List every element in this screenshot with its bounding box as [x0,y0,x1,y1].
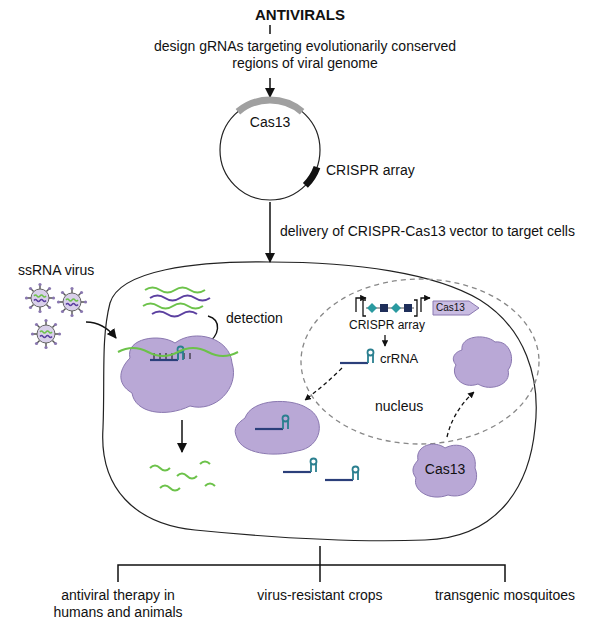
crrna [283,459,359,481]
cas13-complex [118,348,238,356]
crrna [283,459,317,473]
crrna [340,350,374,364]
application-label: transgenic mosquitoes [420,587,590,604]
rna-fragments [160,486,180,491]
step-label: detection [226,310,283,327]
flow-arrow [269,78,271,97]
cas13-protein: Cas13 [410,440,480,500]
gene-construct [404,304,412,312]
rna-fragments [200,462,210,465]
gene-construct [363,300,366,316]
cas13-complex [235,401,319,454]
connector-label: delivery of CRISPR-Cas13 vector to targe… [278,223,577,240]
cas13-protein [453,337,511,387]
plasmid-vector-outline [305,167,317,185]
gene-construct [433,301,479,315]
plasmid-vector: Cas13CRISPR array [218,98,322,202]
array-label: CRISPR array [326,162,415,179]
cas13-complex [150,347,184,361]
crrna [325,467,359,481]
diagram-title: ANTIVIRALS [0,6,600,24]
export-arrow [305,368,342,400]
application-label: virus-resistant crops [230,587,410,604]
virus-particle [25,283,87,349]
viral-rna [143,288,210,317]
gene-construct [367,303,377,313]
gene-construct [421,298,430,312]
application-label: antiviral therapy in humans and animals [43,587,193,621]
protein-label: Cas13 [410,461,480,478]
gene-label: Cas13 [218,114,322,131]
target-cell: detectionCRISPR arrayCas13crRNAnucleusCa… [95,258,545,543]
viral-rna [152,312,197,317]
compartment-label: nucleus [375,398,423,415]
gene-construct [356,298,479,316]
array-label: CRISPR array [349,318,425,332]
gene-construct [414,300,417,316]
step-text: design gRNAs targeting evolutionarily co… [135,38,475,72]
transcription-arrow [384,335,385,346]
virus-particle [57,287,87,317]
viral-rna [145,288,205,293]
rna-fragments [150,466,170,471]
entry-arrow [86,322,116,338]
viral-rna [143,304,203,309]
rna-label: crRNA [380,351,418,367]
target-cell-outline [95,258,545,543]
flow-arrow [269,25,271,34]
virus-label: ssRNA virus [18,262,94,279]
cleavage-arrow [181,420,183,452]
gene-label: Cas13 [436,302,465,314]
plasmid-vector-outline [238,100,302,112]
virus-particle [25,283,55,313]
rna-fragments [150,462,215,491]
plasmid-vector-outline [218,98,322,202]
viral-rna [150,296,210,301]
cas13-complex [255,416,289,430]
application-bracket [319,565,321,582]
rna-fragments [205,484,215,487]
application-bracket [118,546,505,582]
import-arrow [447,392,474,437]
cas13-complex [235,401,319,454]
cas13-complex [118,336,238,412]
nucleus-outline [301,279,539,444]
gene-construct [380,304,388,312]
application-bracket [319,546,321,565]
virus-particle [31,319,61,349]
target-cell-outline [103,262,537,541]
nucleus: CRISPR array Cas13 crRNA nucleus [300,278,540,445]
flow-connector [269,202,271,262]
gene-construct [391,303,401,313]
nucleus-outline [300,278,540,445]
application-bracket [118,565,505,582]
rna-fragments [177,474,197,479]
